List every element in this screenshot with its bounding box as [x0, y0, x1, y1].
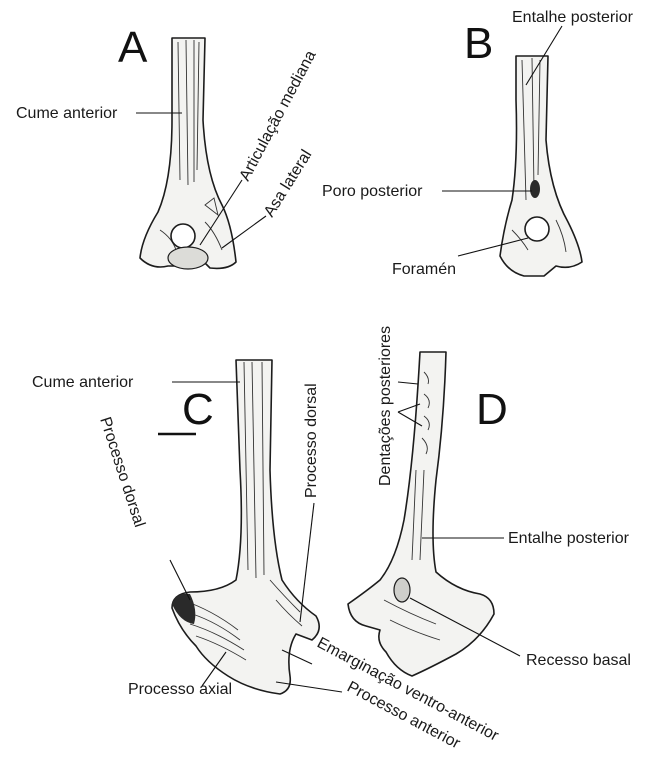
label-a-asa-lateral: Asa lateral — [261, 147, 315, 220]
panel-c-letter: C — [182, 385, 214, 434]
panel-d-bone-drawing — [348, 352, 494, 676]
panel-a-letter: A — [118, 23, 148, 72]
label-c-processo-dorsal-right: Processo dorsal — [303, 383, 320, 498]
label-d-recesso-basal: Recesso basal — [526, 652, 631, 669]
label-c-cume-anterior: Cume anterior — [32, 374, 134, 391]
panel-d-letter: D — [476, 385, 508, 434]
panel-a: A Cume anterior Articulação mediana Asa … — [16, 23, 320, 269]
label-b-entalhe-posterior: Entalhe posterior — [512, 9, 634, 26]
panel-b-letter: B — [464, 19, 493, 68]
panel-a-bone-drawing — [140, 38, 236, 269]
panel-b: B Entalhe posterior Poro posterior Foram… — [322, 9, 634, 278]
label-a-cume-anterior: Cume anterior — [16, 105, 118, 122]
label-b-poro-posterior: Poro posterior — [322, 183, 423, 200]
label-d-entalhe-posterior: Entalhe posterior — [508, 530, 630, 547]
panel-d: D Dentações posteriores Entalhe posterio… — [348, 326, 631, 676]
label-c-processo-axial: Processo axial — [128, 681, 232, 698]
label-b-foramen: Foramén — [392, 261, 456, 278]
label-d-dentacoes: Dentações posteriores — [377, 326, 394, 486]
label-c-processo-dorsal-left: Processo dorsal — [96, 415, 148, 529]
panel-b-bone-drawing — [500, 56, 582, 276]
